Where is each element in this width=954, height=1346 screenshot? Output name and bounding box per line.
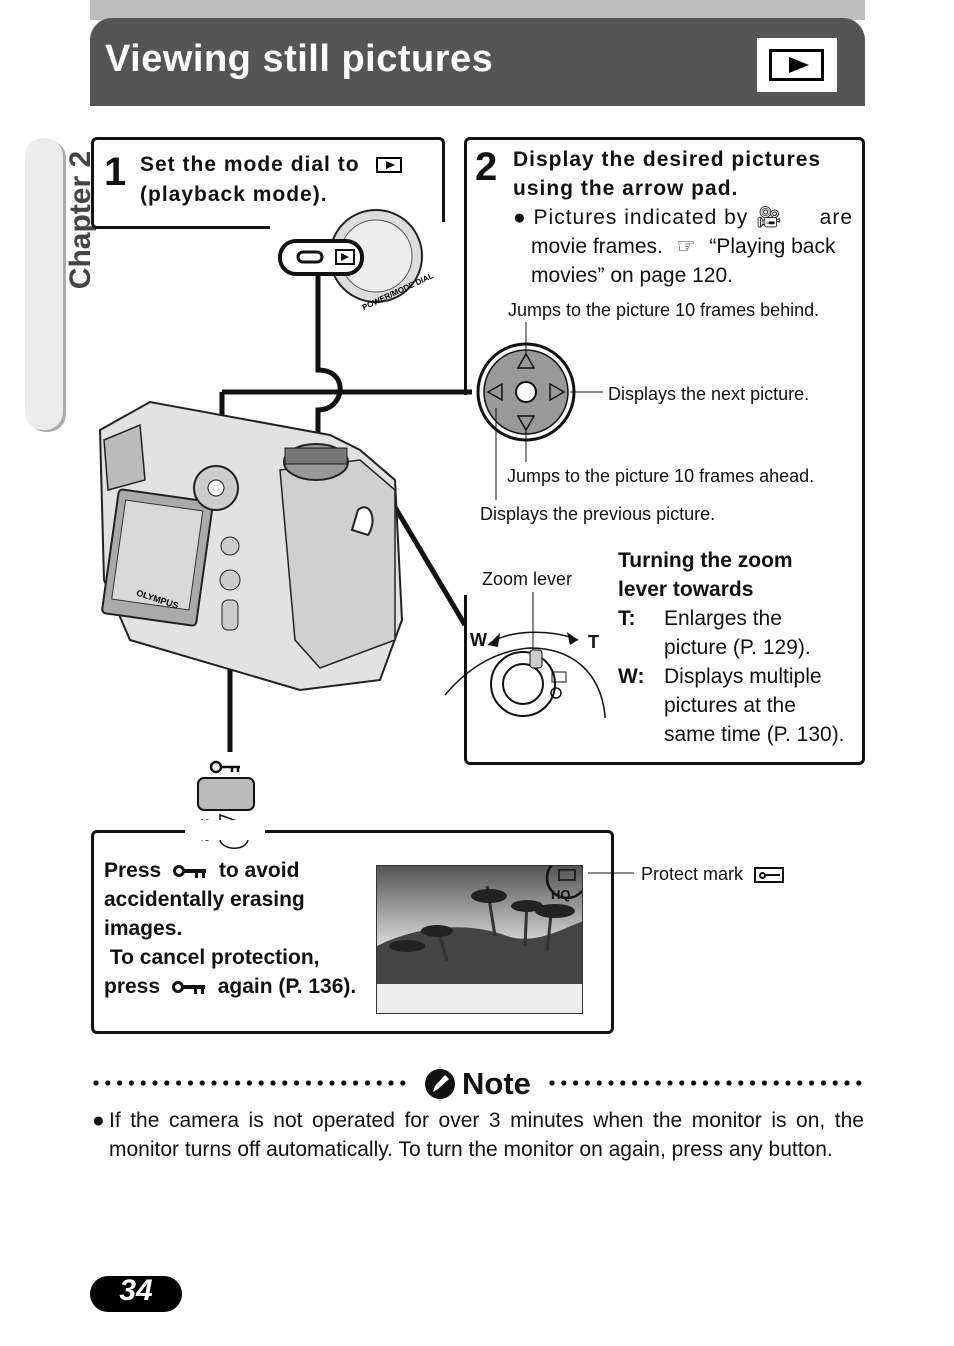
zoom-lever-label: Zoom lever: [482, 569, 573, 589]
playback-mode-icon: [757, 38, 837, 92]
arrow-left-icon: [486, 382, 503, 402]
step1-instruction: Set the mode dial to (playback mode).: [140, 150, 435, 210]
page-number: 34: [119, 1274, 153, 1307]
zoom-t-label: T: [588, 632, 599, 652]
dial-indicator: [278, 239, 364, 276]
arrow-pad: [476, 342, 576, 442]
protect-key-icon: [171, 980, 206, 995]
page-title: Viewing still pictures: [105, 38, 494, 80]
zoom-lever: [444, 592, 606, 718]
protect-key-icon: [173, 864, 207, 879]
callout-down: Jumps to the picture 10 frames ahead.: [507, 466, 815, 486]
protect-box: [91, 830, 614, 1034]
callout-right: Displays the next picture.: [608, 384, 810, 404]
photo-protect-icon: [558, 869, 576, 881]
step2-note: ● Pictures indicated by 🎥︎ are movie fra…: [513, 203, 853, 290]
zoom-heading: Turning the zoom lever towards: [618, 549, 793, 601]
page-number-badge: [90, 1276, 182, 1312]
camera-body: OLYMPUS: [98, 400, 404, 692]
reference-hand-icon: ☞: [676, 235, 696, 258]
arrow-up-icon: [516, 352, 536, 369]
protect-mark-icon: [754, 867, 785, 884]
note-pencil-icon: [425, 1069, 455, 1099]
playback-icon: [376, 157, 403, 174]
note-divider-left: [93, 1080, 406, 1086]
step2-number: 2: [475, 145, 498, 189]
beach-photo: HQ: [377, 866, 582, 1013]
movie-icon: 🎥︎: [755, 206, 783, 229]
zoom-w-label: W: [470, 630, 487, 650]
header-bar: [90, 18, 865, 106]
step1-number: 1: [104, 150, 127, 194]
arrow-right-icon: [549, 382, 566, 402]
protect-key-icon: [209, 760, 240, 774]
callout-left: Displays the previous picture.: [480, 504, 716, 524]
chapter-tab: [25, 138, 63, 430]
header-top-bar: [90, 0, 865, 20]
arrow-pad-callout-lines: [495, 322, 603, 500]
sample-photo: HQ: [376, 865, 583, 1014]
note-text: ● If the camera is not operated for over…: [92, 1109, 864, 1161]
note-title: Note: [462, 1066, 531, 1101]
step1-box: [91, 137, 445, 229]
arrow-down-icon: [516, 415, 536, 432]
step2-instruction: Display the desired pictures using the a…: [513, 148, 822, 200]
callout-up: Jumps to the picture 10 frames behind.: [508, 300, 820, 320]
note-divider-right: [549, 1080, 862, 1086]
protect-instruction: Press to avoid accidentally erasing imag…: [104, 859, 357, 998]
protect-mark-label: Protect mark: [641, 864, 785, 885]
